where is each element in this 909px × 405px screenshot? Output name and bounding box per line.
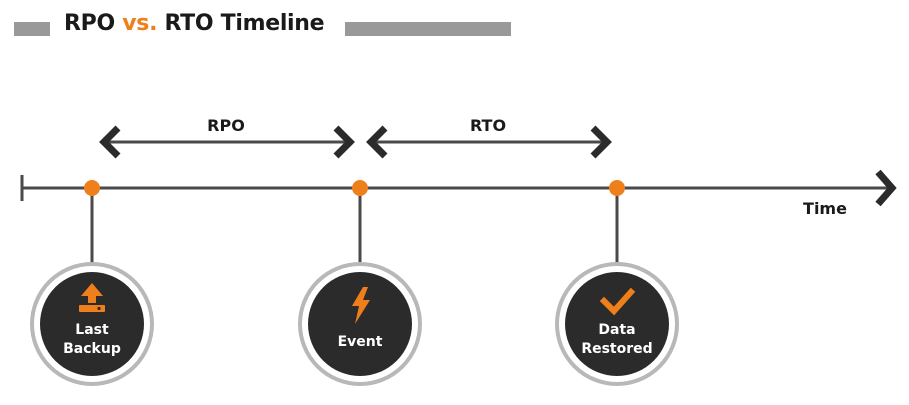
node-last-backup: Last Backup bbox=[30, 180, 154, 386]
node-event: Event bbox=[298, 180, 422, 386]
title-right-bar bbox=[345, 22, 511, 36]
rto-span: RTO bbox=[366, 116, 612, 159]
timeline-dot bbox=[84, 180, 100, 196]
node-data-restored: Data Restored bbox=[555, 180, 679, 386]
node-label-line1: Last bbox=[75, 322, 109, 338]
node-circle bbox=[565, 272, 669, 376]
page-title: RPO vs. RTO Timeline bbox=[64, 11, 325, 36]
rto-left-chevron bbox=[366, 125, 388, 159]
upload-icon bbox=[79, 283, 105, 312]
title-vs: vs. bbox=[122, 11, 158, 36]
rpo-span: RPO bbox=[99, 116, 355, 159]
node-label-line1: Event bbox=[338, 334, 383, 350]
time-axis-arrowhead bbox=[875, 169, 897, 207]
timeline-dot bbox=[609, 180, 625, 196]
node-circle bbox=[40, 272, 144, 376]
lightning-icon bbox=[352, 287, 370, 324]
rpo-span-label: RPO bbox=[207, 116, 245, 135]
rto-right-chevron bbox=[590, 125, 612, 159]
node-label-line2: Backup bbox=[63, 341, 121, 357]
checkmark-icon bbox=[599, 287, 636, 316]
title-rpo: RPO bbox=[64, 11, 115, 36]
rto-span-label: RTO bbox=[470, 116, 506, 135]
timeline-dot bbox=[352, 180, 368, 196]
rpo-left-chevron bbox=[99, 125, 121, 159]
title-rto-timeline: RTO Timeline bbox=[164, 11, 325, 36]
node-circle bbox=[308, 272, 412, 376]
title-left-bar bbox=[14, 22, 50, 36]
time-axis-label: Time bbox=[803, 199, 847, 218]
rpo-right-chevron bbox=[333, 125, 355, 159]
node-label-line1: Data bbox=[598, 322, 635, 338]
node-label-line2: Restored bbox=[581, 341, 652, 357]
